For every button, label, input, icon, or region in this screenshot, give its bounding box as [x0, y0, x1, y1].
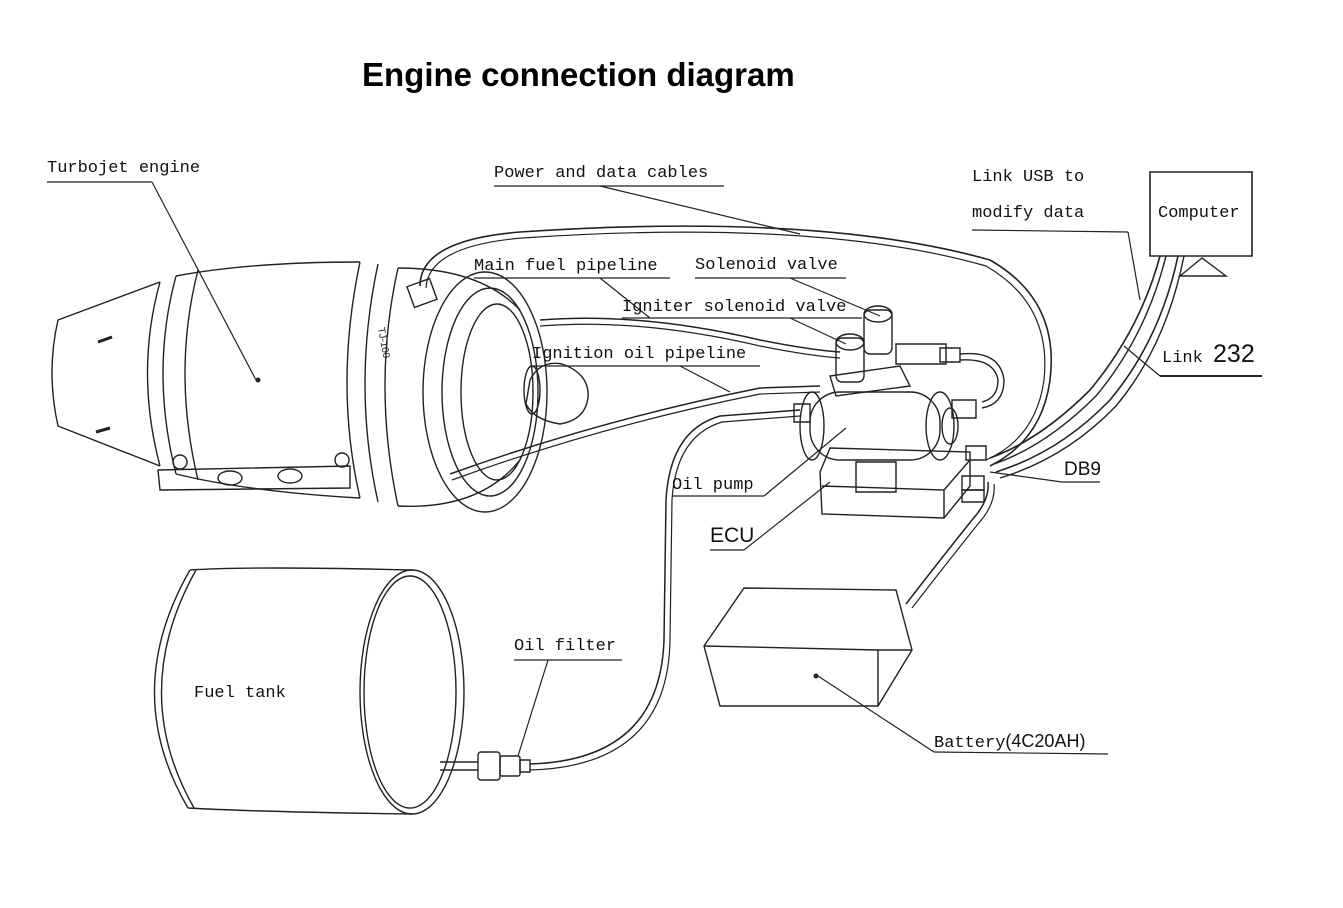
computer [1150, 172, 1252, 276]
battery-cable [906, 482, 994, 608]
igniter-valve-label: Igniter solenoid valve [622, 298, 847, 317]
svg-text:TJ-100: TJ-100 [375, 327, 391, 360]
power-cables-label: Power and data cables [494, 164, 709, 183]
battery-label: Battery(4C20AH) [934, 731, 1085, 754]
power-and-data-cable [420, 226, 1051, 466]
link-usb-label-line1: Link USB to [972, 168, 1085, 187]
fuel-tank-label: Fuel tank [194, 684, 286, 703]
link-232-prefix: Link [1162, 349, 1203, 368]
battery-name: Battery [934, 734, 1006, 753]
diagram-title: Engine connection diagram [362, 56, 795, 93]
fuel-supply-pipe [530, 410, 800, 770]
main-fuel-pipeline [540, 318, 840, 358]
link-usb-label-line2: modify data [972, 204, 1085, 223]
turbojet-engine: TJ-100 [52, 262, 588, 512]
oil-filter-label: Oil filter [514, 637, 617, 656]
battery-spec: (4C20AH) [1005, 731, 1086, 751]
link-232-number: 232 [1213, 340, 1255, 368]
leader-lines [47, 182, 1262, 756]
oil-filter [478, 752, 530, 780]
battery [704, 588, 912, 706]
ignition-oil-label: Ignition oil pipeline [532, 345, 747, 364]
ignition-oil-pipeline [450, 386, 820, 480]
fuel-tank [154, 568, 478, 814]
link-232-label: Link 232 [1162, 342, 1255, 369]
main-fuel-label: Main fuel pipeline [474, 257, 658, 276]
db9-label: DB9 [1064, 459, 1101, 480]
ecu-label: ECU [710, 524, 755, 547]
turbojet-engine-label: Turbojet engine [47, 159, 201, 178]
oil-pump-label: Oil pump [672, 476, 754, 495]
computer-label: Computer [1158, 204, 1240, 223]
computer-cables [990, 256, 1184, 478]
oil-pump-assembly [794, 306, 1004, 518]
solenoid-valve-label: Solenoid valve [695, 256, 838, 275]
